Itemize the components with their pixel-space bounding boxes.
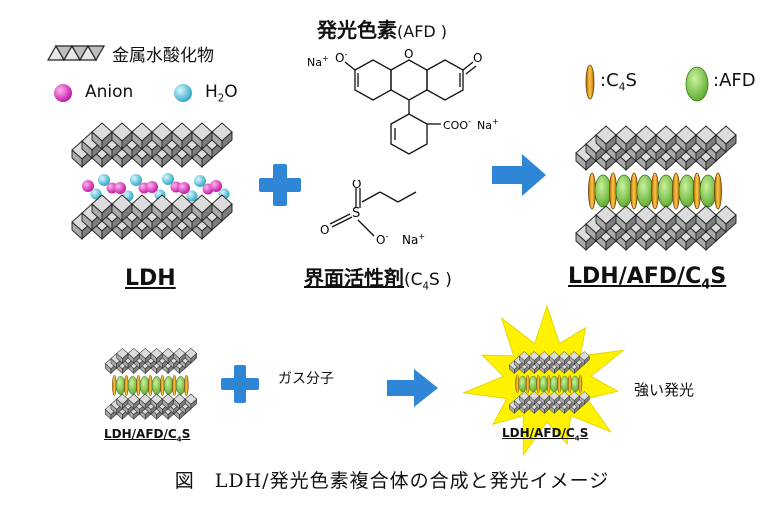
plus-icon-small [221, 365, 259, 403]
c4s-bar [578, 374, 583, 394]
c4s-title: 界面活性剤(C4S ) [304, 266, 452, 293]
metal-hydroxide-label: 金属水酸化物 [112, 46, 214, 66]
c4s-o3: O- [376, 232, 388, 247]
c4s-bar [148, 374, 153, 396]
anion-label: Anion [85, 82, 134, 102]
c4s-bar [557, 374, 562, 394]
afd-o-ring: O [404, 48, 413, 61]
anion-ball [146, 181, 158, 193]
afd-oval [151, 376, 162, 395]
c4s-bar [630, 172, 638, 210]
plus-icon [259, 164, 301, 206]
bottom-right-label: LDH/AFD/C4S [502, 426, 589, 443]
c4s-bar [112, 374, 117, 396]
water-ball [130, 174, 142, 186]
c4s-bar [136, 374, 141, 396]
small-ldh-afd-c4s-structure-glowing [509, 351, 590, 414]
afd-oval [636, 174, 654, 208]
c4s-bar [693, 172, 701, 210]
product-label: LDH/AFD/C4S [568, 264, 727, 293]
c4s-bar [515, 374, 520, 394]
water-label: H2O [205, 82, 238, 105]
c4s-legend-label: :C4S [600, 70, 637, 94]
afd-oval [139, 376, 150, 395]
strong-luminescence-label: 強い発光 [634, 381, 695, 399]
c4s-na: Na+ [402, 232, 425, 247]
afd-oval [594, 174, 612, 208]
afd-oval [518, 375, 527, 393]
anion-ball [178, 182, 190, 194]
anion-legend-icon [54, 84, 72, 102]
afd-legend-icon [685, 66, 709, 102]
anion-ball [210, 180, 222, 192]
water-legend-icon [174, 84, 192, 102]
afd-oval [678, 174, 696, 208]
c4s-s: S [352, 206, 360, 221]
afd-na-right: Na+ [477, 117, 499, 132]
ldh-structure [71, 122, 233, 240]
bottom-left-label: LDH/AFD/C4S [104, 427, 191, 444]
c4s-bar [651, 172, 659, 210]
c4s-bar [525, 374, 530, 394]
c4s-o2: O [320, 223, 329, 237]
c4s-bar [546, 374, 551, 394]
c4s-bar [567, 374, 572, 394]
afd-legend-label: :AFD [713, 70, 756, 91]
gas-molecule-label: ガス分子 [278, 371, 334, 387]
c4s-bar [536, 374, 541, 394]
afd-oval [115, 376, 126, 395]
c4s-legend-icon [585, 64, 595, 100]
arrow-right-icon [492, 154, 546, 196]
afd-oval [699, 174, 717, 208]
afd-oval [127, 376, 138, 395]
water-ball [186, 190, 198, 202]
afd-oval [529, 375, 538, 393]
afd-oval [163, 376, 174, 395]
ldh-label: LDH [125, 266, 176, 291]
c4s-bar [124, 374, 129, 396]
c4s-bar [160, 374, 165, 396]
afd-o-minus: O- [335, 50, 347, 65]
small-ldh-afd-c4s-structure [104, 348, 197, 420]
afd-oval [560, 375, 569, 393]
anion-ball [114, 182, 126, 194]
afd-na-left: Na+ [307, 54, 329, 69]
water-ball [98, 174, 110, 186]
afd-o-ketone: O [473, 51, 482, 65]
figure-caption: 図 LDH/発光色素複合体の合成と発光イメージ [174, 470, 610, 492]
afd-oval [615, 174, 633, 208]
afd-oval [657, 174, 675, 208]
water-ball [162, 173, 174, 185]
c4s-bar [609, 172, 617, 210]
afd-oval [539, 375, 548, 393]
afd-molecule: Na+ O- O O COO- Na+ [307, 48, 499, 155]
arrow-right-icon-small [387, 369, 438, 407]
octahedron-legend-icon [46, 44, 106, 62]
anion-ball [82, 180, 94, 192]
afd-oval [550, 375, 559, 393]
c4s-molecule: S O O O- Na+ [320, 180, 425, 247]
afd-oval [175, 376, 186, 395]
c4s-bar [672, 172, 680, 210]
c4s-bar [714, 172, 722, 210]
afd-coo: COO- [443, 117, 471, 132]
water-ball [194, 175, 206, 187]
c4s-bar [184, 374, 189, 396]
afd-title: 発光色素(AFD ) [317, 18, 448, 42]
water-ball [90, 188, 102, 200]
c4s-bar [172, 374, 177, 396]
c4s-bar [588, 172, 596, 210]
afd-oval [571, 375, 580, 393]
ldh-afd-c4s-structure [575, 125, 737, 251]
c4s-o1: O [352, 180, 361, 191]
